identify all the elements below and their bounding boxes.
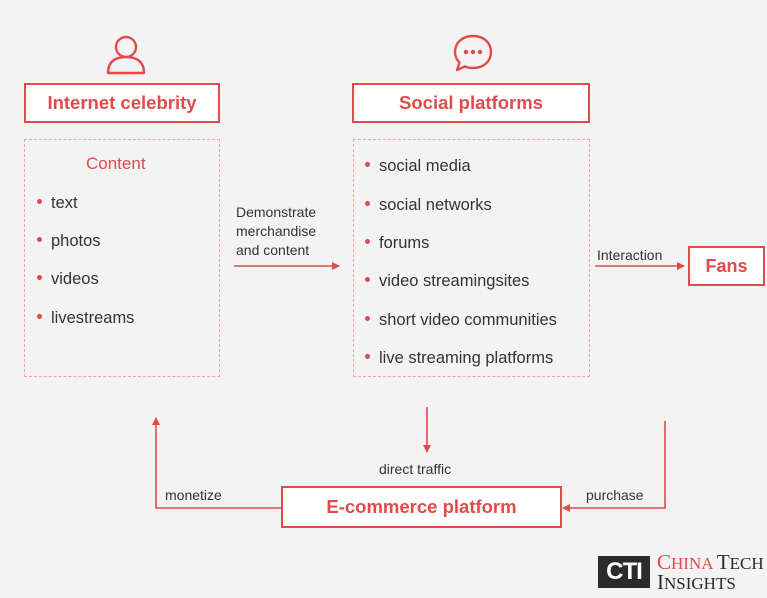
social-dashed-group bbox=[353, 139, 590, 377]
interaction-label: Interaction bbox=[597, 247, 663, 263]
internet-celebrity-title: Internet celebrity bbox=[47, 92, 197, 113]
platform-item: forums bbox=[365, 234, 429, 253]
logo-word: NSIGHTS bbox=[664, 574, 736, 593]
platform-item: video streamingsites bbox=[365, 272, 529, 291]
logo-letter: I bbox=[657, 570, 664, 594]
platform-item: live streaming platforms bbox=[365, 349, 553, 368]
content-dashed-group bbox=[24, 139, 220, 377]
platform-item: social networks bbox=[365, 196, 492, 215]
logo-word: HINA bbox=[671, 554, 713, 573]
social-platforms-title: Social platforms bbox=[399, 92, 543, 113]
platform-item-label: social media bbox=[379, 157, 471, 175]
platform-item-label: video streamingsites bbox=[379, 272, 530, 290]
demonstrate-label-line: merchandise bbox=[236, 223, 317, 239]
purchase-label: purchase bbox=[586, 487, 644, 503]
platform-item-label: forums bbox=[379, 234, 430, 252]
bullet-icon bbox=[365, 201, 370, 207]
content-item-label: livestreams bbox=[51, 309, 135, 327]
platform-item: social media bbox=[365, 157, 471, 176]
platform-item-label: short video communities bbox=[379, 311, 557, 329]
bullet-icon bbox=[365, 316, 370, 322]
speech-bubble-icon bbox=[453, 34, 493, 72]
content-item-label: videos bbox=[51, 270, 99, 288]
platform-item-label: live streaming platforms bbox=[379, 349, 554, 367]
bullet-icon bbox=[37, 275, 42, 281]
china-tech-insights-logo-mark: CTI bbox=[598, 556, 650, 588]
ecommerce-platform-title: E-commerce platform bbox=[326, 496, 517, 517]
demonstrate-label: Demonstrate merchandise and content bbox=[236, 203, 316, 260]
monetize-arrow bbox=[152, 417, 281, 509]
china-tech-insights-logo-text: CHINA TECH INSIGHTS bbox=[657, 550, 764, 594]
fans-title: Fans bbox=[705, 255, 748, 276]
logo-letter: C bbox=[657, 550, 672, 574]
logo-line-2: INSIGHTS bbox=[657, 570, 764, 594]
fans-box: Fans bbox=[688, 246, 765, 286]
person-icon bbox=[106, 35, 146, 75]
content-item-label: text bbox=[51, 194, 78, 212]
content-item: videos bbox=[37, 270, 99, 289]
ecommerce-platform-box: E-commerce platform bbox=[281, 486, 562, 528]
content-item: text bbox=[37, 194, 78, 213]
demonstrate-label-line: and content bbox=[236, 242, 310, 258]
platform-item: short video communities bbox=[365, 311, 557, 330]
bullet-icon bbox=[37, 199, 42, 205]
bullet-icon bbox=[365, 239, 370, 245]
logo-line-1: CHINA TECH bbox=[657, 550, 764, 574]
content-item-label: photos bbox=[51, 232, 101, 250]
bullet-icon bbox=[365, 354, 370, 360]
bullet-icon bbox=[37, 314, 42, 320]
demonstrate-label-line: Demonstrate bbox=[236, 204, 317, 220]
content-item: livestreams bbox=[37, 309, 134, 328]
bullet-icon bbox=[365, 162, 370, 168]
social-platforms-box: Social platforms bbox=[352, 83, 590, 123]
content-item: photos bbox=[37, 232, 101, 251]
bullet-icon bbox=[37, 237, 42, 243]
purchase-arrow bbox=[562, 421, 666, 512]
platform-item-label: social networks bbox=[379, 196, 492, 214]
logo-mark-text: CTI bbox=[606, 558, 643, 585]
monetize-label: monetize bbox=[165, 487, 222, 503]
logo-letter: T bbox=[716, 550, 730, 574]
bullet-icon bbox=[365, 277, 370, 283]
direct-traffic-label: direct traffic bbox=[379, 461, 452, 477]
logo-word: ECH bbox=[729, 554, 764, 573]
internet-celebrity-box: Internet celebrity bbox=[24, 83, 220, 123]
content-heading: Content bbox=[86, 154, 146, 173]
